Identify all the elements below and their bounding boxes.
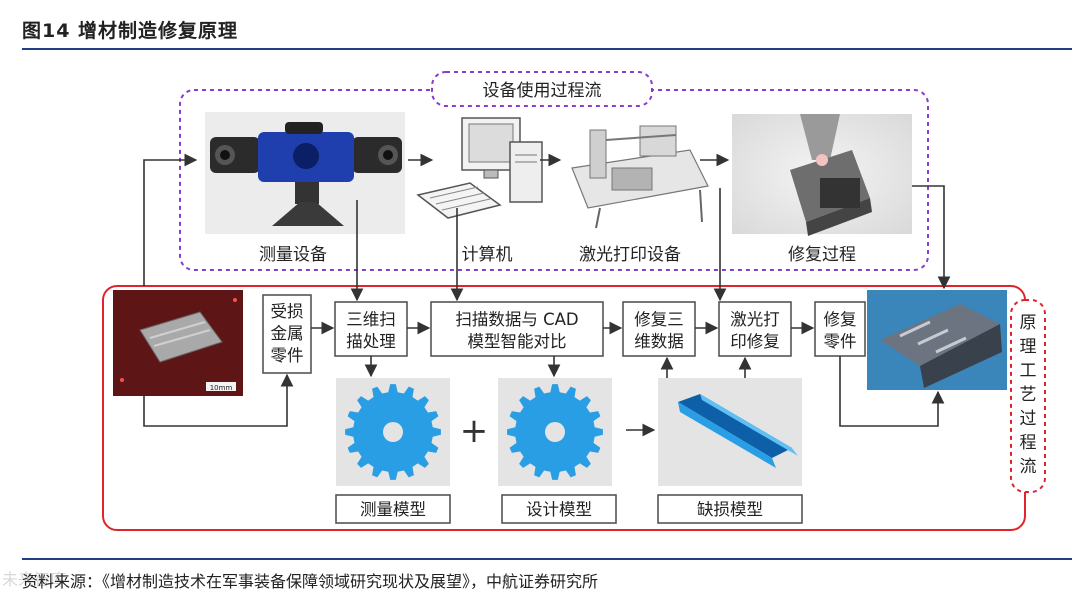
equipment-label-scanner: 测量设备	[259, 245, 327, 265]
laser-printer-image	[562, 120, 712, 232]
step-damaged-line3: 零件	[271, 346, 304, 365]
step-scan-line1: 三维扫	[346, 310, 396, 329]
gear-hole	[545, 422, 565, 442]
usage-flow-label: 设备使用过程流	[483, 80, 602, 101]
model-label-defect: 缺损模型	[697, 500, 763, 519]
plus-sign: +	[460, 411, 489, 451]
measured-model-gear	[345, 384, 441, 480]
equipment-label-computer: 计算机	[462, 245, 513, 265]
step-compare-line1: 扫描数据与 CAD	[455, 310, 578, 329]
model-label-measured: 测量模型	[360, 500, 426, 519]
repair-process-image	[732, 114, 912, 236]
process-flow-label: 原 理 工 艺 过 程 流	[1020, 313, 1037, 477]
svg-text:流: 流	[1020, 457, 1037, 477]
model-label-design: 设计模型	[526, 500, 592, 519]
damaged-part-photo: 10mm	[113, 290, 243, 396]
equipment-label-repair: 修复过程	[788, 245, 856, 265]
step-laser-line2: 印修复	[730, 332, 780, 351]
repaired-part-photo	[867, 290, 1007, 390]
equipment-label-laser: 激光打印设备	[579, 245, 681, 265]
svg-text:理: 理	[1020, 337, 1037, 357]
design-model-gear	[507, 384, 603, 480]
step-repaired-line2: 零件	[824, 332, 857, 351]
photo-scale: 10mm	[210, 384, 233, 392]
step-damaged-line2: 金属	[271, 324, 304, 343]
step-scan-line2: 描处理	[346, 332, 396, 351]
step-laser-line1: 激光打	[730, 310, 780, 329]
svg-text:艺: 艺	[1020, 385, 1037, 405]
svg-text:原: 原	[1020, 313, 1037, 333]
step-compare-line2: 模型智能对比	[468, 332, 567, 351]
step-repair3d-line2: 维数据	[634, 332, 684, 351]
svg-text:过: 过	[1020, 409, 1037, 429]
svg-text:工: 工	[1020, 361, 1037, 381]
step-repair3d-line1: 修复三	[634, 310, 684, 329]
step-repaired-line1: 修复	[824, 310, 857, 329]
step-damaged-line1: 受损	[271, 302, 304, 321]
svg-text:程: 程	[1020, 433, 1037, 453]
left-feedback-arrow	[144, 160, 196, 286]
scanner-image	[205, 112, 405, 234]
computer-image	[418, 118, 542, 218]
gear-hole	[383, 422, 403, 442]
source-note: 资料来源：《增材制造技术在军事装备保障领域研究现状及展望》，中航证券研究所	[22, 568, 598, 592]
bottom-rule	[22, 558, 1072, 560]
